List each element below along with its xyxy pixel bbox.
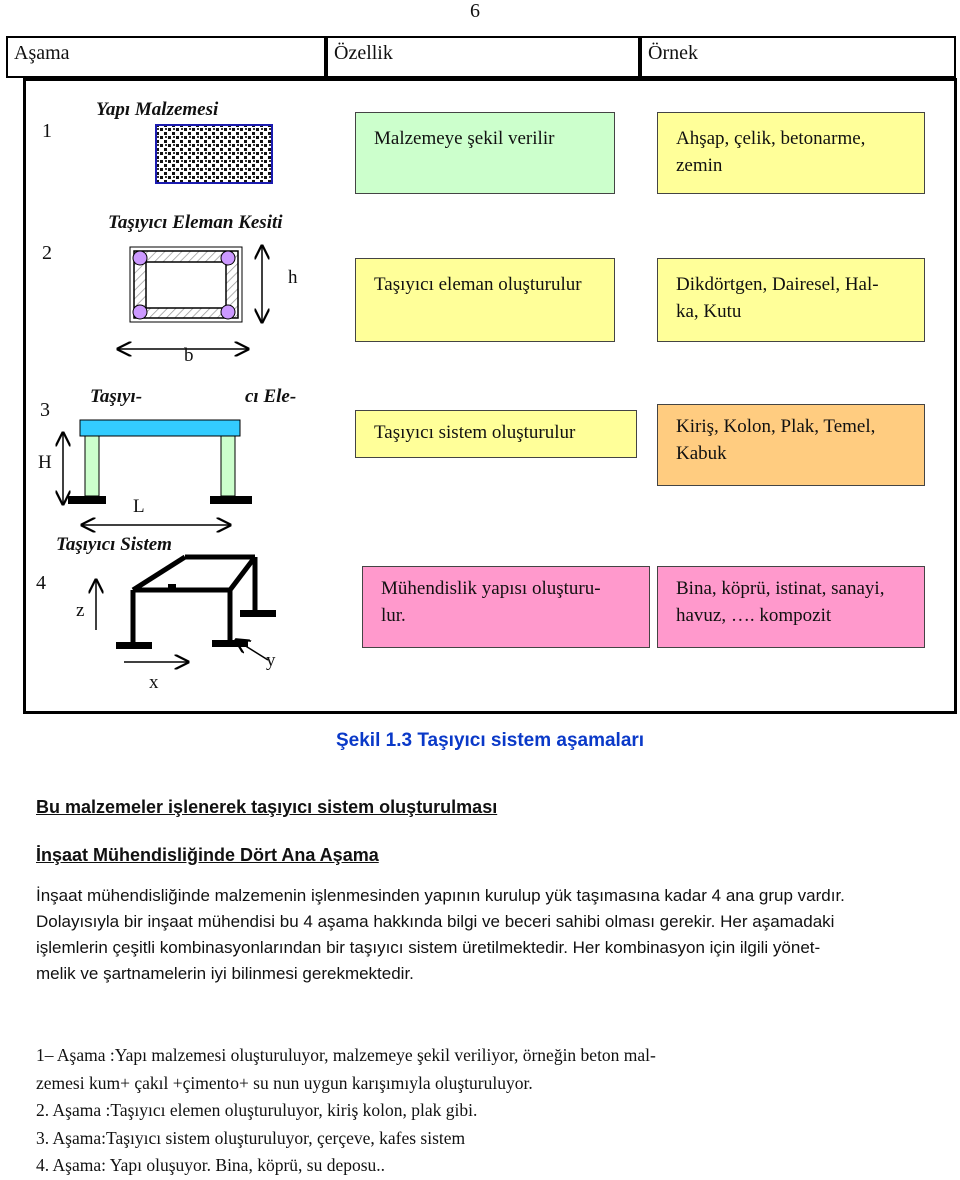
paragraph-line: Dolayısıyla bir inşaat mühendisi bu 4 aş… bbox=[36, 912, 835, 931]
row2-property-box: Taşıyıcı eleman oluşturulur bbox=[355, 258, 615, 342]
space-frame-figure bbox=[96, 554, 276, 662]
row1-property-box: Malzemeye şekil verilir bbox=[355, 112, 615, 194]
axis-y: y bbox=[266, 650, 276, 671]
row3-property-box: Taşıyıcı sistem oluşturulur bbox=[355, 410, 637, 458]
row3-example-box: Kiriş, Kolon, Plak, Temel, Kabuk bbox=[657, 404, 925, 486]
row1-number: 1 bbox=[42, 120, 52, 142]
figure-caption: Şekil 1.3 Taşıyıcı sistem aşamaları bbox=[336, 730, 645, 751]
row1-example-line2: zemin bbox=[676, 155, 723, 176]
row2-number: 2 bbox=[42, 242, 52, 264]
row2-example-line1: Dikdörtgen, Dairesel, Hal- bbox=[676, 274, 879, 295]
row3-property: Taşıyıcı sistem oluşturulur bbox=[374, 422, 576, 443]
cross-section-figure bbox=[118, 246, 262, 349]
row4-number: 4 bbox=[36, 572, 46, 594]
row3-example-line2: Kabuk bbox=[676, 443, 727, 464]
row3-example-line1: Kiriş, Kolon, Plak, Temel, bbox=[676, 416, 876, 437]
row4-label: Taşıyıcı Sistem bbox=[56, 534, 172, 555]
portal-frame-figure bbox=[63, 419, 252, 525]
row3-label-a: Taşıyı- bbox=[90, 386, 143, 407]
row4-property-box: Mühendislik yapısı oluşturu- lur. bbox=[362, 566, 650, 648]
page-number: 6 bbox=[470, 0, 480, 22]
heading-processing: Bu malzemeler işlenerek taşıyıcı sistem … bbox=[36, 797, 498, 817]
row4-example-line2: havuz, …. kompozit bbox=[676, 605, 832, 626]
row3-label-b: cı Ele- bbox=[245, 386, 297, 407]
dim-b: b bbox=[184, 345, 194, 366]
paragraph-line: melik ve şartnamelerin iyi bilinmesi ger… bbox=[36, 964, 414, 983]
dim-h: h bbox=[288, 267, 298, 288]
paragraph-line: işlemlerin çeşitli kombinasyonlarından b… bbox=[36, 938, 821, 957]
row1-property: Malzemeye şekil verilir bbox=[374, 128, 555, 149]
paragraph-line: İnşaat mühendisliğinde malzemenin işlenm… bbox=[36, 886, 845, 905]
row2-property: Taşıyıcı eleman oluşturulur bbox=[374, 274, 582, 295]
stages-table bbox=[23, 78, 957, 714]
row1-example-line1: Ahşap, çelik, betonarme, bbox=[676, 128, 866, 149]
row4-property-line2: lur. bbox=[381, 605, 406, 626]
axis-z: z bbox=[76, 600, 85, 621]
step-line: zemesi kum+ çakıl +çimento+ su nun uygun… bbox=[36, 1072, 533, 1093]
material-swatch bbox=[155, 124, 273, 184]
row4-example-line1: Bina, köprü, istinat, sanayi, bbox=[676, 578, 885, 599]
header-property: Özellik bbox=[326, 36, 640, 78]
header-stage: Aşama bbox=[6, 36, 326, 78]
heading-four-stages: İnşaat Mühendisliğinde Dört Ana Aşama bbox=[36, 845, 379, 865]
row2-label: Taşıyıcı Eleman Kesiti bbox=[108, 212, 283, 233]
axis-x: x bbox=[149, 672, 159, 693]
header-example: Örnek bbox=[640, 36, 956, 78]
row2-example-line2: ka, Kutu bbox=[676, 301, 742, 322]
intro-paragraph: İnşaat mühendisliğinde malzemenin işlenm… bbox=[36, 883, 956, 987]
row2-example-box: Dikdörtgen, Dairesel, Hal- ka, Kutu bbox=[657, 258, 925, 342]
dim-L: L bbox=[133, 496, 145, 517]
row4-property-line1: Mühendislik yapısı oluşturu- bbox=[381, 578, 601, 599]
dim-H: H bbox=[38, 452, 52, 473]
stage-steps: 1– Aşama :Yapı malzemesi oluşturuluyor, … bbox=[36, 1042, 936, 1180]
step-line: 1– Aşama :Yapı malzemesi oluşturuluyor, … bbox=[36, 1045, 656, 1065]
stage-diagrams bbox=[0, 124, 276, 720]
row4-example-box: Bina, köprü, istinat, sanayi, havuz, …. … bbox=[657, 566, 925, 648]
step-line: 2. Aşama :Taşıyıcı elemen oluşturuluyor,… bbox=[36, 1100, 478, 1120]
row1-label: Yapı Malzemesi bbox=[96, 99, 219, 120]
step-line: 4. Aşama: Yapı oluşuyor. Bina, köprü, su… bbox=[36, 1155, 386, 1175]
row1-example-box: Ahşap, çelik, betonarme, zemin bbox=[657, 112, 925, 194]
row3-number: 3 bbox=[40, 399, 50, 421]
step-line: 3. Aşama:Taşıyıcı sistem oluşturuluyor, … bbox=[36, 1127, 466, 1148]
